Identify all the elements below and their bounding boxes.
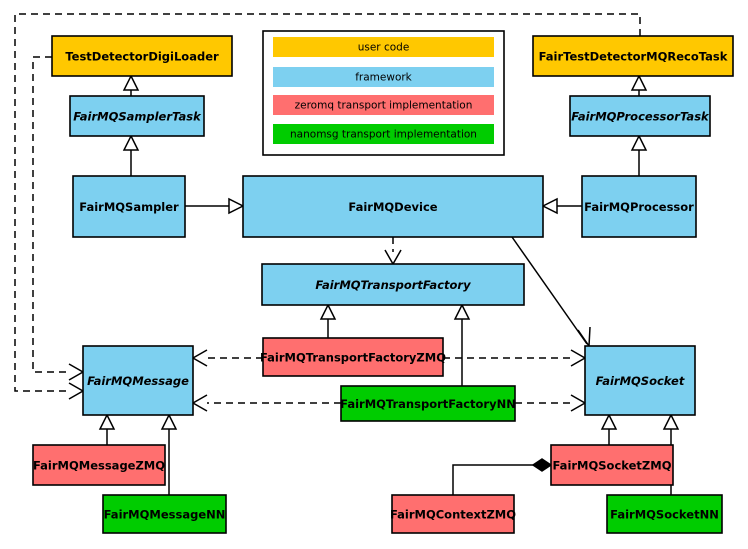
class-node-FairMQProcessor[interactable]: FairMQProcessor [581, 175, 697, 238]
class-box[interactable] [532, 35, 734, 77]
class-name-label: FairMQProcessor [584, 200, 694, 214]
edge-processortask-to-recotask [630, 74, 648, 96]
class-box[interactable] [51, 35, 233, 77]
node-layer: TestDetectorDigiLoader FairTestDetectorMQ… [32, 35, 734, 534]
class-node-FairMQMessageZMQ[interactable]: FairMQMessageZMQ [32, 444, 166, 486]
edge-layer [14, 13, 680, 495]
class-box[interactable] [606, 494, 723, 534]
class-name-label: FairMQDevice [348, 200, 437, 214]
class-name-label: FairMQMessageZMQ [33, 459, 165, 473]
class-name-label: TestDetectorDigiLoader [65, 50, 219, 64]
class-name-label: FairMQSocket [596, 374, 685, 388]
edge-socketzmq-to-socket [600, 413, 618, 445]
edge-messagezmq-to-message [98, 413, 116, 445]
class-box[interactable] [69, 95, 205, 137]
class-name-label: FairMQProcessorTask [571, 110, 710, 124]
class-node-FairMQMessageNN[interactable]: FairMQMessageNN [102, 494, 227, 534]
class-box[interactable] [72, 175, 186, 238]
class-name-label: FairMQSocketZMQ [553, 459, 672, 473]
class-node-FairMQProcessorTask[interactable]: FairMQProcessorTask [569, 95, 711, 137]
class-name-label: FairMQSamplerTask [73, 110, 202, 124]
class-box[interactable] [550, 444, 674, 486]
edge-sampler-to-device [185, 197, 245, 215]
class-name-label: FairTestDetectorMQRecoTask [539, 50, 728, 64]
class-node-FairMQTransportFactoryNN[interactable]: FairMQTransportFactoryNN [340, 385, 516, 422]
class-node-FairMQSampler[interactable]: FairMQSampler [72, 175, 186, 238]
legend-swatch-framework [273, 67, 494, 87]
edge-transportfactoryzmq-to-transportfactory [319, 303, 337, 338]
class-box[interactable] [340, 385, 516, 422]
class-box[interactable] [32, 444, 166, 486]
class-name-label: FairMQSocketNN [610, 508, 719, 522]
class-node-FairMQSocketNN[interactable]: FairMQSocketNN [606, 494, 723, 534]
class-node-FairMQSamplerTask[interactable]: FairMQSamplerTask [69, 95, 205, 137]
class-box[interactable] [242, 175, 544, 238]
class-box[interactable] [261, 263, 525, 306]
legend-label-nanomsg: nanomsg transport implementation [290, 129, 477, 141]
class-node-FairMQSocketZMQ[interactable]: FairMQSocketZMQ [550, 444, 674, 486]
edge-samplertask-to-digiloader [122, 74, 140, 96]
edge-processor-to-processortask [630, 134, 648, 176]
class-name-label: FairMQContextZMQ [390, 508, 516, 522]
class-node-FairTestDetectorMQRecoTask[interactable]: FairTestDetectorMQRecoTask [532, 35, 734, 77]
class-node-FairMQDevice[interactable]: FairMQDevice [242, 175, 544, 238]
legend-swatch-user-code [273, 37, 494, 57]
legend-swatch-zeromq [273, 95, 494, 115]
edge-transportfactorynn-to-transportfactory [453, 303, 471, 386]
class-node-FairMQMessage[interactable]: FairMQMessage [82, 345, 194, 416]
class-name-label: FairMQMessageNN [104, 508, 226, 522]
class-name-label: FairMQMessage [87, 374, 189, 388]
class-box[interactable] [262, 337, 444, 377]
legend-swatch-nanomsg [273, 124, 494, 144]
class-name-label: FairMQTransportFactoryZMQ [260, 351, 446, 365]
class-name-label: FairMQTransportFactory [315, 278, 471, 292]
class-box[interactable] [581, 175, 697, 238]
edge-messagenn-to-message [160, 413, 178, 495]
legend-label-zeromq: zeromq transport implementation [295, 100, 473, 112]
class-node-FairMQContextZMQ[interactable]: FairMQContextZMQ [390, 494, 516, 534]
legend-label-framework: framework [355, 72, 412, 84]
legend: user code framework zeromq transport imp… [262, 30, 505, 156]
class-box[interactable] [569, 95, 711, 137]
class-box[interactable] [391, 494, 515, 534]
class-name-label: FairMQSampler [79, 200, 179, 214]
edge-processor-to-device [541, 197, 582, 215]
legend-label-user-code: user code [358, 42, 410, 54]
edge-sampler-to-samplertask [122, 134, 140, 176]
class-node-FairMQTransportFactoryZMQ[interactable]: FairMQTransportFactoryZMQ [260, 337, 446, 377]
class-box[interactable] [102, 494, 227, 534]
class-node-TestDetectorDigiLoader[interactable]: TestDetectorDigiLoader [51, 35, 233, 77]
class-box[interactable] [584, 345, 696, 416]
class-box[interactable] [82, 345, 194, 416]
edge-contextzmq-to-socketzmq [452, 458, 553, 495]
class-name-label: FairMQTransportFactoryNN [340, 397, 516, 411]
class-node-FairMQTransportFactory[interactable]: FairMQTransportFactory [261, 263, 525, 306]
class-node-FairMQSocket[interactable]: FairMQSocket [584, 345, 696, 416]
